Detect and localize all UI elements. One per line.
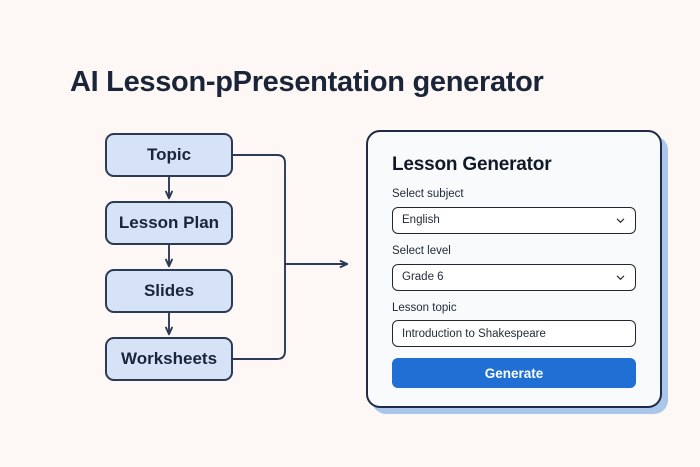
select-subject-value: English (402, 214, 440, 227)
flow-node-lesson-plan[interactable]: Lesson Plan (105, 201, 233, 245)
connector-bracket-top (232, 154, 286, 265)
select-subject-dropdown[interactable]: English (392, 206, 636, 234)
flow-node-label: Slides (143, 281, 195, 300)
connector-bracket-bottom (232, 263, 286, 360)
flowchart-connectors (165, 154, 349, 360)
flow-node-label: Worksheets (120, 349, 218, 368)
lesson-generator-card: Lesson Generator Select subject English … (366, 130, 662, 408)
flow-node-label: Topic (146, 145, 192, 164)
pipeline-flowchart: Topic Lesson Plan Slides Worksheets (105, 133, 349, 381)
lesson-topic-label: Lesson topic (392, 301, 457, 314)
select-level-dropdown[interactable]: Grade 6 (392, 263, 636, 291)
chevron-down-icon (616, 218, 625, 223)
flow-node-label: Lesson Plan (118, 213, 220, 232)
flow-node-worksheets[interactable]: Worksheets (105, 337, 233, 381)
select-level-value: Grade 6 (402, 271, 444, 284)
generate-button[interactable]: Generate (392, 358, 636, 389)
page-title: AI Lesson-pPresentation generator (70, 66, 544, 98)
flow-node-topic[interactable]: Topic (105, 133, 233, 177)
chevron-down-icon (616, 275, 625, 280)
lesson-topic-input[interactable]: Introduction to Shakespeare (392, 320, 636, 348)
flow-node-slides[interactable]: Slides (105, 269, 233, 313)
select-subject-label: Select subject (392, 188, 464, 200)
lesson-topic-value: Introduction to Shakespeare (402, 327, 546, 340)
select-level-label: Select level (392, 244, 451, 257)
card-title: Lesson Generator (392, 154, 552, 175)
